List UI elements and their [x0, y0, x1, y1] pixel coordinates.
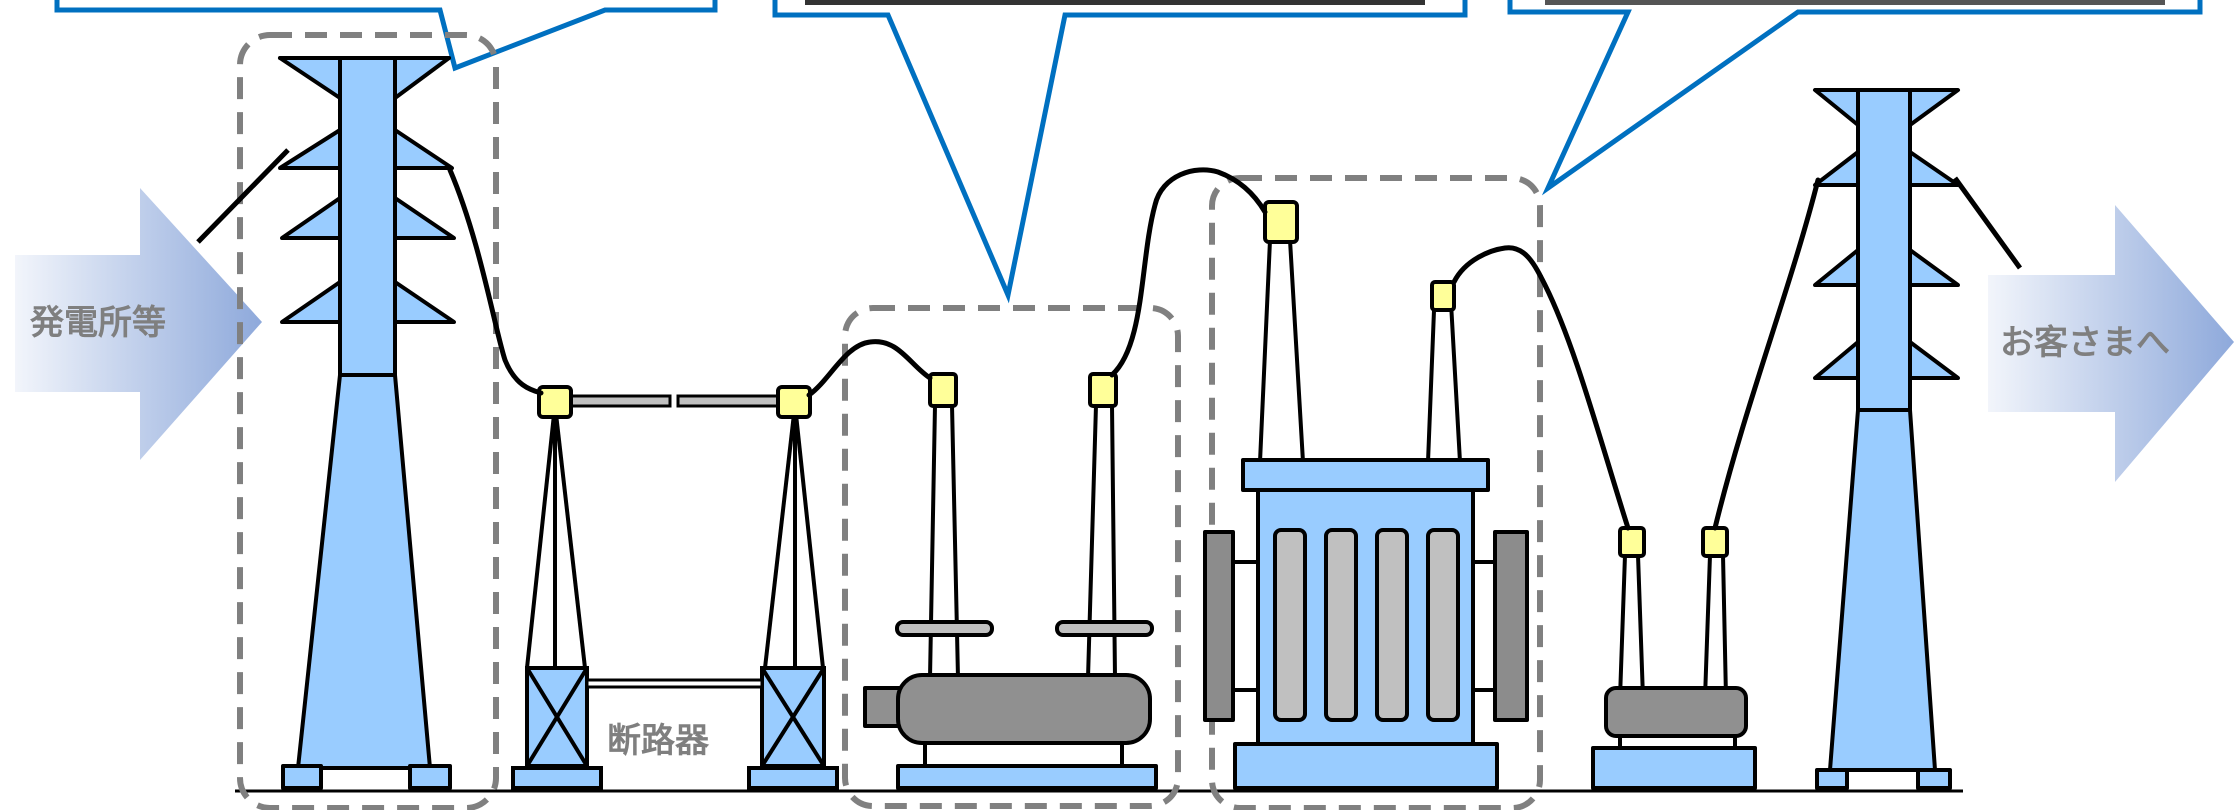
destination-arrow: お客さまへ: [1988, 205, 2234, 482]
left-transmission-tower: [198, 58, 454, 788]
disconnector-label: 断路器: [607, 721, 710, 761]
callout-center: [775, 0, 1465, 295]
source-label: 発電所等: [30, 303, 166, 343]
right-transmission-tower: [1815, 90, 2020, 788]
source-arrow: 発電所等: [15, 188, 262, 460]
circuit-breaker: [865, 374, 1156, 788]
callout-right-photo-edge: [1545, 0, 2165, 5]
outgoing-equipment: [1593, 528, 1755, 788]
callout-center-photo-edge: [805, 0, 1425, 5]
conductor-lines: [450, 170, 1818, 528]
destination-label: お客さまへ: [2000, 323, 2170, 363]
transformer: [1205, 202, 1527, 788]
